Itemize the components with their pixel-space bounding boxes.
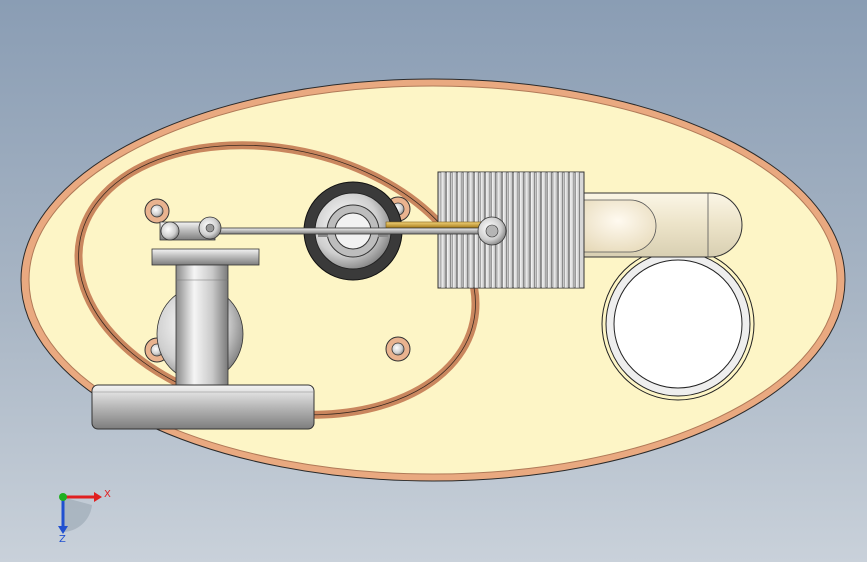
piston-pin[interactable] xyxy=(477,216,507,246)
cooling-fin xyxy=(530,171,536,289)
cooling-fin xyxy=(524,171,530,289)
cooling-fin xyxy=(558,171,564,289)
cooling-fin xyxy=(552,171,558,289)
triad-x-label: X xyxy=(104,489,111,500)
triad-z-label: Z xyxy=(59,534,66,545)
cooling-fin xyxy=(519,171,524,289)
cooling-fin xyxy=(563,171,569,289)
cooling-fin xyxy=(507,171,513,289)
cooling-fin xyxy=(569,171,575,289)
mounting-bolt-bottom-right[interactable] xyxy=(385,336,411,362)
cooling-fin xyxy=(541,171,547,289)
cooling-fin xyxy=(535,171,541,289)
cooling-fin xyxy=(513,171,519,289)
output-pulley[interactable] xyxy=(91,384,315,430)
crank-pin-left[interactable] xyxy=(198,216,222,240)
cooling-fin xyxy=(575,171,580,289)
displacer-piston[interactable] xyxy=(579,199,657,253)
burner-cup[interactable] xyxy=(601,247,755,401)
crank-pin-left-small[interactable] xyxy=(160,221,180,241)
triad-x-arrow xyxy=(94,492,102,502)
triad-z-arrow xyxy=(58,526,68,534)
brass-connecting-rod[interactable] xyxy=(385,221,487,229)
triad-origin xyxy=(59,493,67,501)
bearing-block[interactable] xyxy=(151,248,260,266)
mounting-bolt-top-left[interactable] xyxy=(144,198,170,224)
support-column[interactable] xyxy=(175,264,229,386)
orientation-triad: X Z xyxy=(58,489,111,545)
cooling-fin xyxy=(547,171,552,289)
